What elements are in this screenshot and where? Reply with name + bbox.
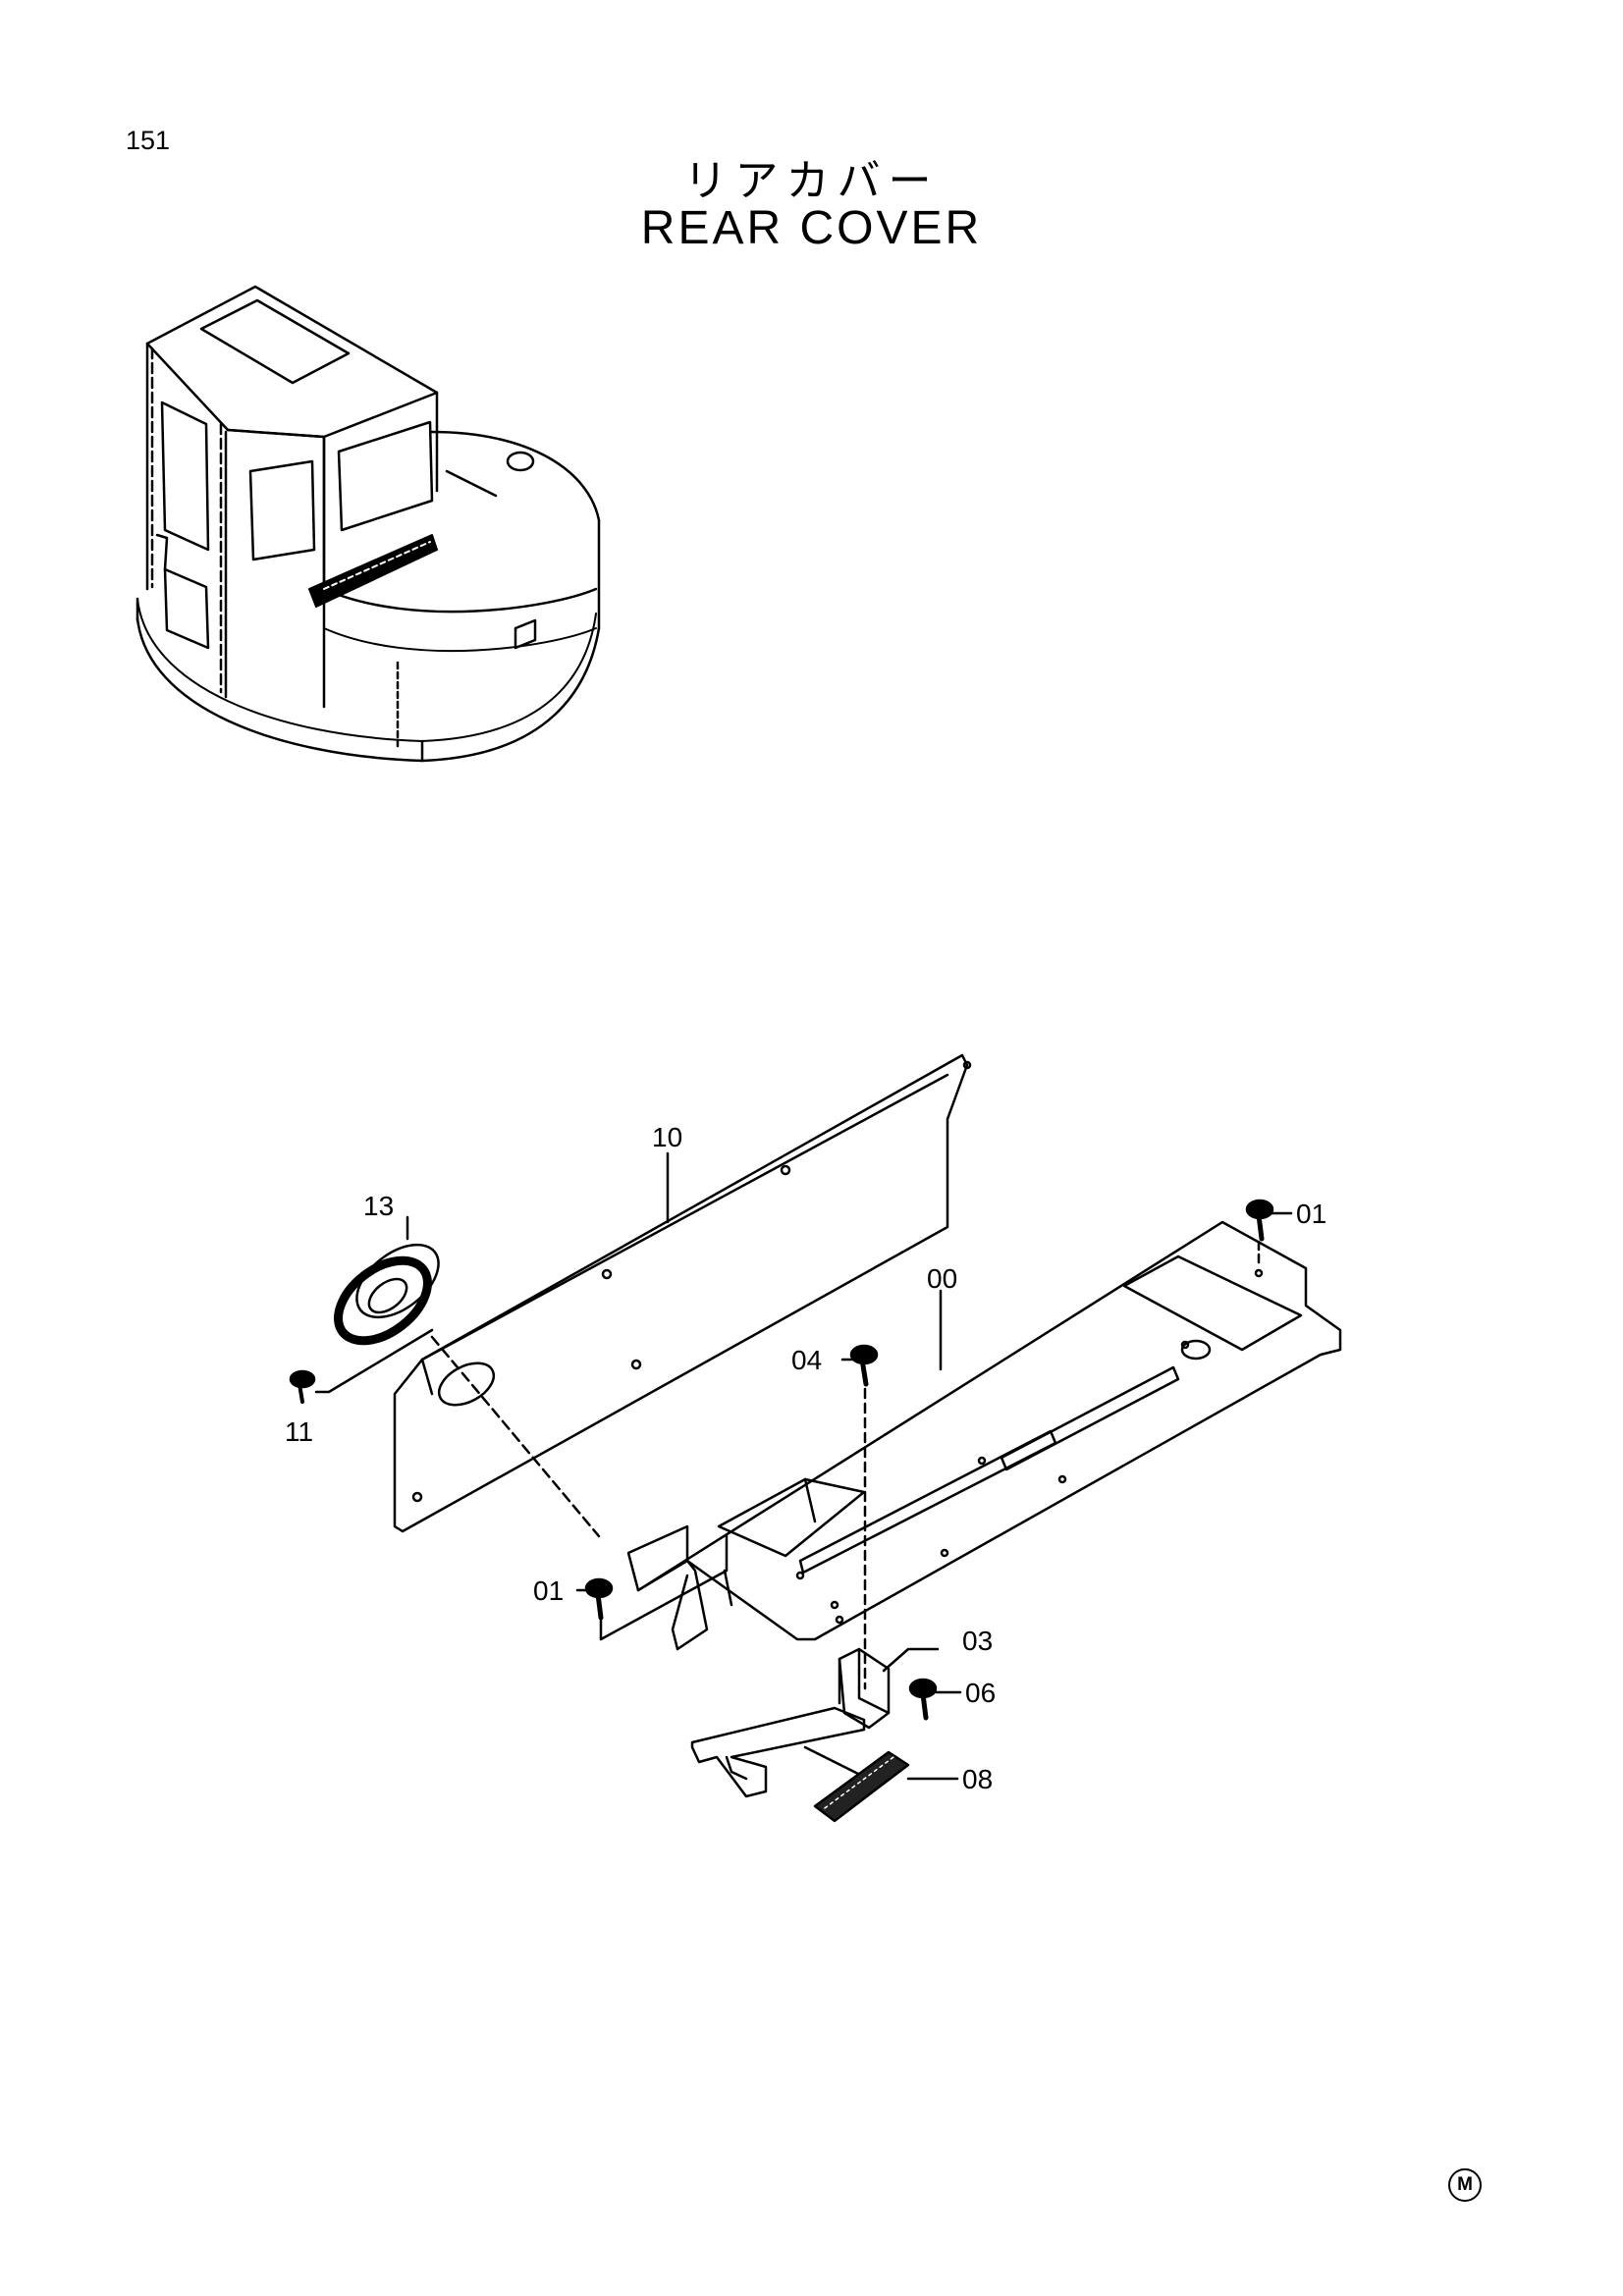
- callout-01-bottom: 01: [533, 1575, 564, 1606]
- callout-13: 13: [363, 1191, 394, 1221]
- callout-labels: 10 13 11 00 01 04 01 03 06 08: [285, 1122, 1326, 1794]
- callout-10: 10: [652, 1122, 682, 1152]
- part-03-bracket: [690, 1647, 940, 1798]
- machine-overview-illustration: [135, 285, 601, 763]
- exploded-parts-drawing: [289, 1053, 1342, 1823]
- title-japanese: リアカバー: [683, 156, 940, 206]
- callout-03: 03: [962, 1626, 993, 1656]
- part-01-bolt-bottom: [430, 1335, 729, 1641]
- callout-01-top: 01: [1296, 1199, 1326, 1229]
- part-13-grommet: [334, 1243, 440, 1346]
- part-00-base-plate: [626, 1220, 1342, 1651]
- part-01-bolt-top: [1245, 1199, 1293, 1268]
- title-english: REAR COVER: [640, 202, 983, 254]
- callout-00: 00: [927, 1263, 957, 1294]
- rear-cover-highlight: [308, 534, 438, 608]
- corner-mark: M: [1448, 2168, 1482, 2202]
- callout-06: 06: [965, 1678, 996, 1708]
- page-number: 151: [126, 126, 171, 155]
- part-11-bolt: [289, 1328, 434, 1404]
- part-06-bolt: [908, 1678, 962, 1721]
- part-04-bolt: [840, 1344, 879, 1690]
- part-08-rubber-strip: [813, 1750, 959, 1823]
- callout-11: 11: [285, 1416, 313, 1447]
- callout-04: 04: [791, 1345, 822, 1375]
- callout-08: 08: [962, 1764, 993, 1794]
